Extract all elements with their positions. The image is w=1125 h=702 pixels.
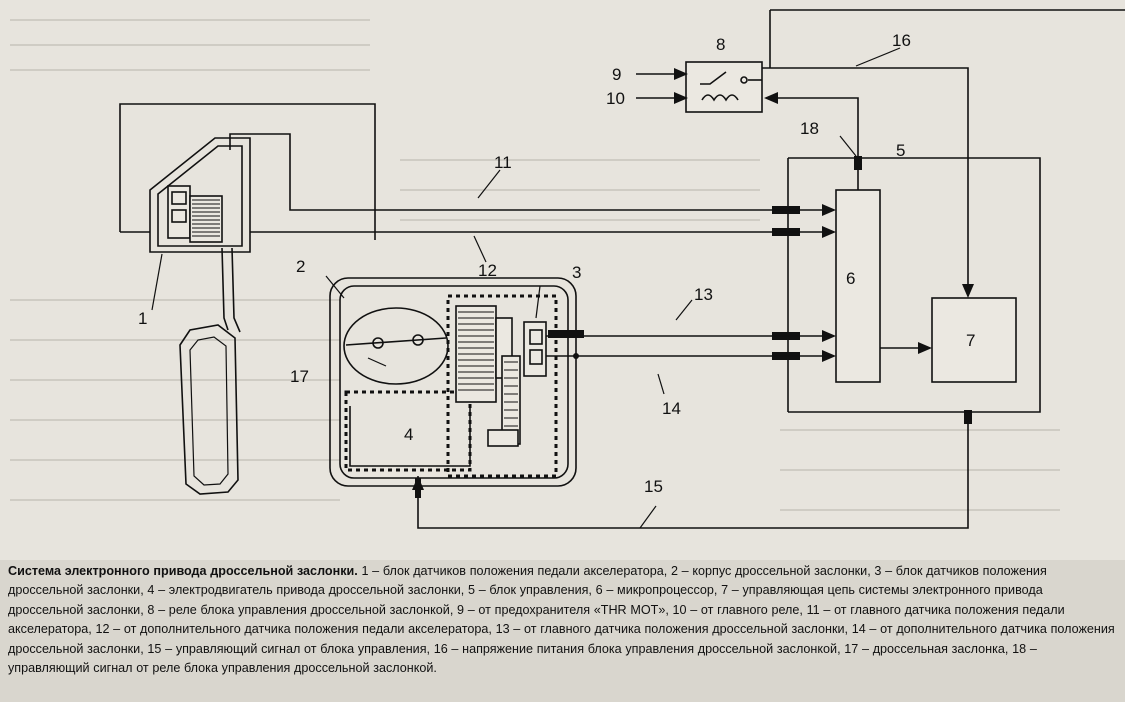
throttle-body: [329, 277, 577, 487]
label-9: 9: [612, 65, 621, 84]
wire-12: [119, 103, 740, 240]
label-3: 3: [572, 263, 581, 282]
relay-inputs: [636, 68, 688, 104]
caption-title: Система электронного привода дроссельной…: [8, 564, 358, 578]
label-14: 14: [662, 399, 681, 418]
label-17: 17: [290, 367, 309, 386]
label-6: 6: [846, 269, 855, 288]
wire-14: [546, 353, 740, 359]
label-8: 8: [716, 35, 725, 54]
label-2: 2: [296, 257, 305, 276]
accelerator-pedal-sensor-block: [149, 137, 251, 253]
label-10: 10: [606, 89, 625, 108]
figure-caption: Система электронного привода дроссельной…: [8, 562, 1116, 678]
label-12: 12: [478, 261, 497, 280]
control-unit-box: [787, 157, 1041, 413]
wire-11: [229, 133, 740, 211]
accelerator-pedal: [179, 247, 241, 495]
cu-6-to-7: [880, 342, 932, 354]
label-4: 4: [404, 425, 413, 444]
wire-15: [412, 410, 972, 529]
control-circuit-box: [931, 297, 1017, 383]
throttle-system-diagram: 1 2 3 4 5 6 7 8 9 10 11 12 13 14 15 16 1…: [10, 9, 1125, 529]
figure-area: 1 2 3 4 5 6 7 8 9 10 11 12 13 14 15 16 1…: [0, 0, 1125, 560]
background-ghost-text: [10, 19, 1060, 511]
label-15: 15: [644, 477, 663, 496]
label-18: 18: [800, 119, 819, 138]
wire-16: [762, 9, 1125, 298]
label-13: 13: [694, 285, 713, 304]
label-1: 1: [138, 309, 147, 328]
label-7: 7: [966, 331, 975, 350]
label-16: 16: [892, 31, 911, 50]
wire-18: [764, 92, 862, 190]
microprocessor-box: [835, 189, 881, 383]
caption-text: 1 – блок датчиков положения педали аксел…: [8, 564, 1119, 676]
wire-13: [546, 330, 740, 338]
label-5: 5: [896, 141, 905, 160]
label-11: 11: [494, 153, 512, 172]
relay-block: [685, 61, 763, 113]
cu-internal-wires: [740, 204, 836, 362]
leader-lines: [151, 47, 901, 529]
